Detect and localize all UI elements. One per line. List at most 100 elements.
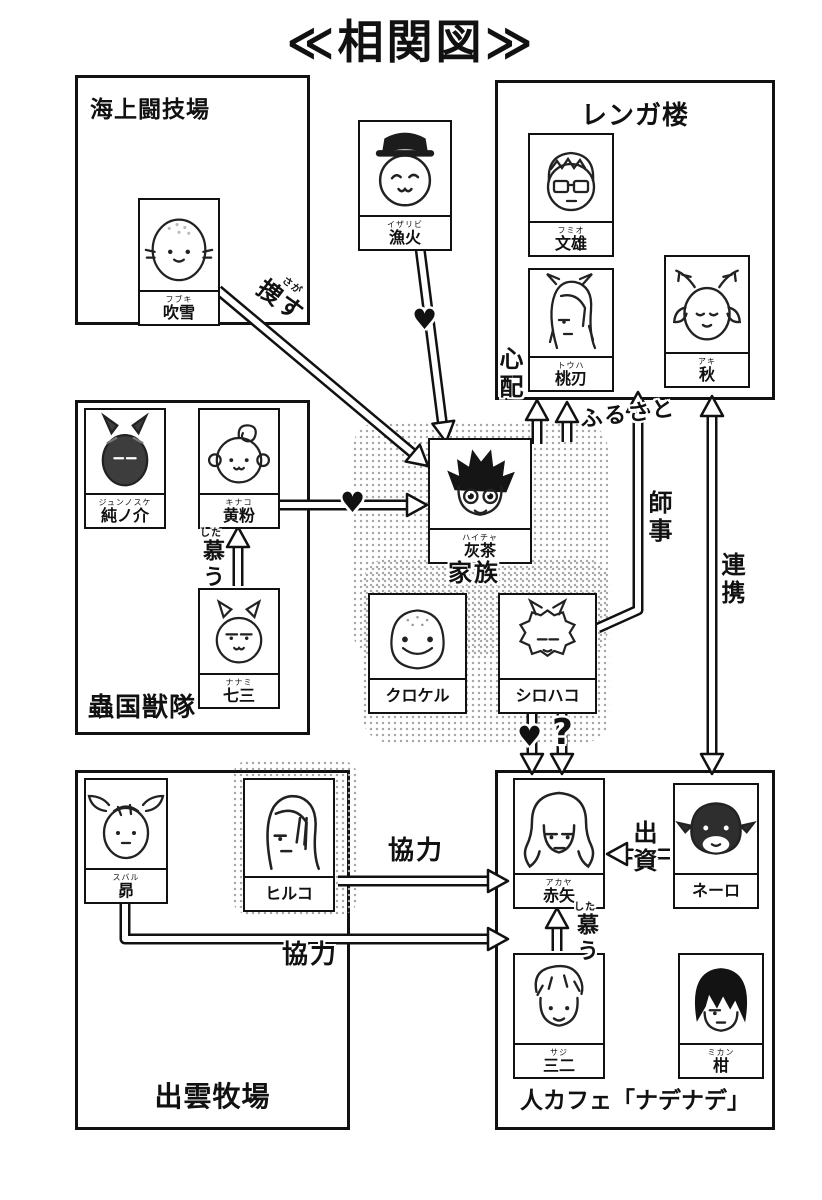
character-card-nanami: ナナミ 七三 xyxy=(198,588,280,709)
nameplate-fubuki: フブキ 吹雪 xyxy=(140,290,218,324)
character-name: 灰茶 xyxy=(463,540,496,560)
character-name: 秋 xyxy=(698,364,715,384)
nameplate-kinako: キナコ 黄粉 xyxy=(200,493,278,527)
character-portrait-izaribi xyxy=(360,122,450,215)
character-card-kinako: キナコ 黄粉 xyxy=(198,408,280,529)
character-card-izaribi: イザリビ 漁火 xyxy=(358,120,452,251)
fluffy-face-icon xyxy=(518,598,577,658)
character-card-saji: サジ 三二 xyxy=(513,953,605,1079)
character-furigana: ミカン xyxy=(707,1047,735,1057)
character-name: ヒルコ xyxy=(265,884,313,903)
character-portrait-mikan xyxy=(680,955,762,1043)
character-card-fumio: フミオ 文雄 xyxy=(528,133,614,257)
character-card-shirohako: シロハコ xyxy=(498,593,597,714)
nameplate-akaya: アカヤ 赤矢 xyxy=(515,873,603,907)
character-name: 黄粉 xyxy=(222,505,255,525)
character-portrait-junnosuke xyxy=(86,410,164,493)
nameplate-aki: アキ 秋 xyxy=(666,352,748,386)
character-card-nero: ネーロ xyxy=(673,783,759,909)
bob-hair-face-icon xyxy=(694,968,748,1032)
character-card-junnosuke: ジュンノスケ 純ノ介 xyxy=(84,408,166,529)
character-portrait-saji xyxy=(515,955,603,1043)
character-card-touha: トウハ 桃刃 xyxy=(528,268,614,392)
character-name: 桃刃 xyxy=(554,368,587,388)
nameplate-junnosuke: ジュンノスケ 純ノ介 xyxy=(86,493,164,527)
group-box-arena: 海上闘技場 xyxy=(75,75,310,325)
nameplate-haicha: ハイチャ 灰茶 xyxy=(430,528,530,562)
character-card-aki: アキ 秋 xyxy=(664,255,750,388)
character-name: 吹雪 xyxy=(162,302,195,322)
seal-face-icon xyxy=(144,218,214,282)
character-card-hiruko: ヒルコ xyxy=(243,778,335,912)
character-furigana: ハイチャ xyxy=(462,532,498,542)
character-furigana: キナコ xyxy=(225,497,253,507)
character-furigana: フブキ xyxy=(165,294,193,304)
character-card-crocell: クロケル xyxy=(368,593,467,714)
character-portrait-touha xyxy=(530,270,612,356)
character-portrait-nero xyxy=(675,785,757,873)
character-name: クロケル xyxy=(385,686,450,705)
dark-goat-face-icon xyxy=(675,802,757,855)
character-name: 昴 xyxy=(117,880,134,900)
character-card-fubuki: フブキ 吹雪 xyxy=(138,198,220,326)
nameplate-saji: サジ 三二 xyxy=(515,1043,603,1077)
character-name: 文雄 xyxy=(554,233,587,253)
nameplate-hiruko: ヒルコ xyxy=(245,876,333,910)
character-portrait-shirohako xyxy=(500,595,595,678)
character-portrait-haicha xyxy=(430,440,530,528)
relation-label-furusato: ふるさと xyxy=(578,396,678,433)
nameplate-fumio: フミオ 文雄 xyxy=(530,221,612,255)
love-heart-icon: ♥ xyxy=(340,486,366,519)
character-furigana: イザリビ xyxy=(387,219,423,229)
character-portrait-akaya xyxy=(515,780,603,873)
character-furigana: ナナミ xyxy=(225,677,253,687)
spiky-hair-face-icon xyxy=(447,449,515,516)
relation-label-kyoryoku-subaru: 協力 xyxy=(282,940,339,970)
nameplate-mikan: ミカン 柑 xyxy=(680,1043,762,1077)
arrow-hiruko-to-akaya xyxy=(338,868,510,894)
messy-hair-face-icon xyxy=(534,964,584,1027)
character-portrait-aki xyxy=(666,257,748,352)
chart-title: ≪相関図≫ xyxy=(286,15,536,69)
character-portrait-crocell xyxy=(370,595,465,678)
cat-face-icon xyxy=(215,599,263,664)
long-hair-cat-face-icon xyxy=(546,272,597,350)
group-label-arena: 海上闘技場 xyxy=(90,97,210,123)
cow-horn-face-icon xyxy=(87,794,165,860)
character-furigana: サジ xyxy=(550,1047,568,1057)
character-name: シロハコ xyxy=(515,686,580,705)
dark-eared-face-icon xyxy=(101,412,149,487)
character-furigana: スバル xyxy=(112,872,140,882)
relation-label-kyoryoku-hiruko: 協力 xyxy=(388,836,445,866)
character-card-haicha: ハイチャ 灰茶 xyxy=(428,438,532,564)
character-portrait-fubuki xyxy=(140,200,218,290)
character-furigana: ジュンノスケ xyxy=(98,497,152,507)
nameplate-nero: ネーロ xyxy=(675,873,757,907)
hair-over-eye-face-icon xyxy=(266,794,320,870)
character-name: ネーロ xyxy=(691,881,740,900)
relation-label-shinpai: 心配 xyxy=(495,346,523,402)
group-label-ranch: 出雲牧場 xyxy=(154,1080,271,1113)
relation-label-shitau-saji: した 慕う xyxy=(573,902,598,965)
blob-face-icon xyxy=(390,609,445,670)
character-name: 純ノ介 xyxy=(100,505,149,525)
group-label-cafe: 人カフェ「ナデナデ」 xyxy=(520,1088,750,1114)
love-heart-icon: ♥ xyxy=(412,303,438,336)
glasses-face-icon xyxy=(546,151,596,212)
character-name: 柑 xyxy=(712,1055,729,1075)
relation-label-renkei: 連携 xyxy=(717,552,745,608)
character-name: 赤矢 xyxy=(542,885,575,905)
nameplate-touha: トウハ 桃刃 xyxy=(530,356,612,390)
group-label-family: 家族 xyxy=(448,559,500,587)
character-name: 七三 xyxy=(222,685,255,705)
question-mark-icon: ? xyxy=(552,712,573,753)
relation-label-shitau-nanami: した 慕う xyxy=(199,528,224,591)
nameplate-izaribi: イザリビ 漁火 xyxy=(360,215,450,249)
group-label-insect: 蟲国獣隊 xyxy=(88,693,197,723)
character-card-akaya: アカヤ 赤矢 xyxy=(513,778,605,909)
character-portrait-hiruko xyxy=(245,780,333,876)
relation-label-shusshi: 出資 xyxy=(629,820,657,876)
nameplate-nanami: ナナミ 七三 xyxy=(200,673,278,707)
wavy-hair-face-icon xyxy=(523,791,595,869)
relation-label-shiji: 師事 xyxy=(644,490,672,546)
